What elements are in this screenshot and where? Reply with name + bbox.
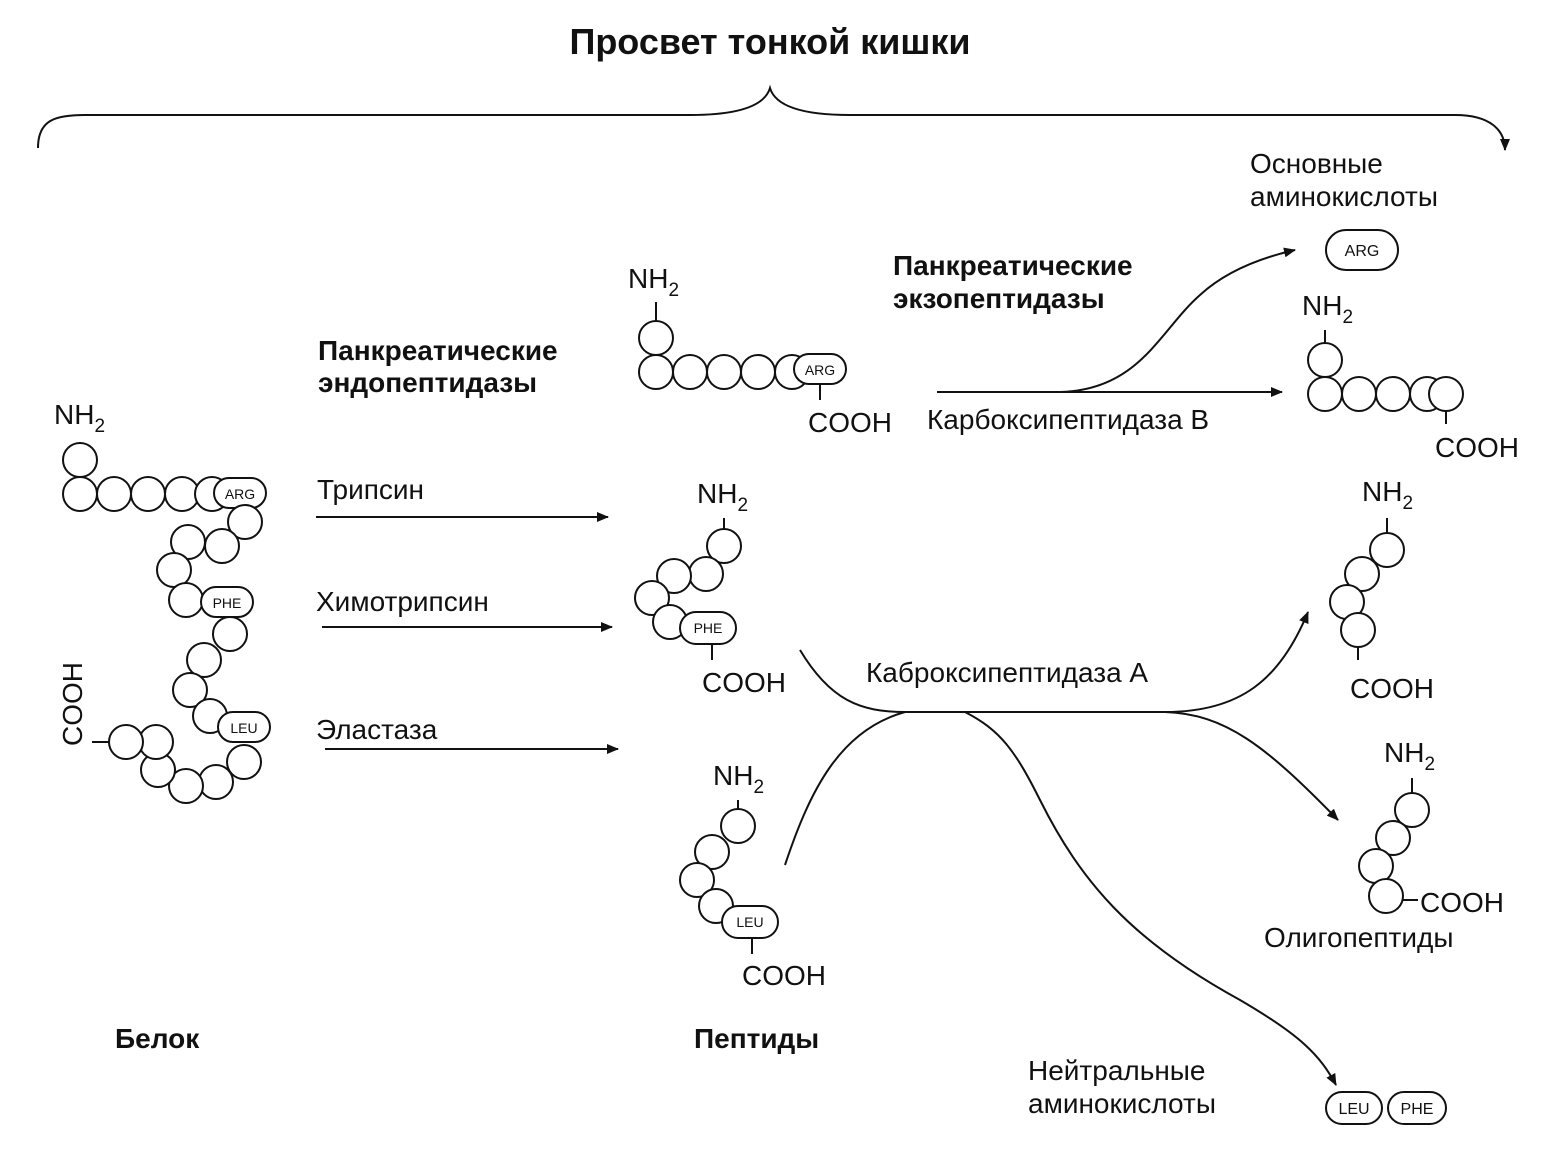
leu-peptide-nh2: NH2 (713, 760, 764, 798)
exopeptidases-label-1: Панкреатические (893, 250, 1133, 281)
free-arg-label: ARG (1345, 243, 1380, 260)
leu-peptide-leu-label: LEU (736, 914, 763, 930)
protein-chain (62, 442, 271, 804)
carboxypeptidase-a-label: Каброксипептидаза А (866, 657, 1148, 688)
arg-release-arrow (1059, 247, 1296, 393)
oligopeptide-arrow (1164, 711, 1339, 821)
basic-aa-label-2: аминокислоты (1250, 181, 1438, 212)
endopeptidases-label-2: эндопептидазы (318, 367, 537, 398)
carboxypeptidase-b-label: Карбоксипептидаза В (927, 404, 1209, 435)
top-right-cooh: COOH (1435, 432, 1519, 463)
neutral-aa-label-1: Нейтральные (1028, 1055, 1206, 1086)
protein-leu-label: LEU (230, 720, 257, 736)
leu-peptide-link (784, 711, 906, 866)
phe-peptide-chain (634, 518, 742, 660)
oligopeptide-chain (1358, 778, 1430, 914)
oligopeptide-nh2: NH2 (1384, 737, 1435, 775)
protein-caption: Белок (115, 1023, 200, 1054)
top-right-nh2: NH2 (1302, 290, 1353, 328)
top-peptide-nh2: NH2 (628, 263, 679, 301)
neutral-aa-arrow (964, 711, 1337, 1086)
right-mid-cooh: COOH (1350, 673, 1434, 704)
protein-nh2: NH2 (54, 399, 105, 437)
free-phe (1387, 1091, 1447, 1125)
top-right-chain (1307, 330, 1464, 424)
free-arg (1325, 229, 1399, 271)
oligopeptide-cooh: COOH (1420, 887, 1504, 918)
elastase-label: Эластаза (316, 714, 438, 745)
leu-peptide-chain (679, 800, 779, 954)
protein-cooh: COOH (57, 662, 88, 746)
right-mid-nh2: NH2 (1362, 476, 1413, 514)
free-leu (1325, 1091, 1383, 1125)
phe-peptide-nh2: NH2 (697, 478, 748, 516)
oligopeptides-label: Олигопептиды (1264, 922, 1453, 953)
top-peptide-cooh: COOH (808, 407, 892, 438)
protein-arg-label: ARG (225, 486, 255, 502)
lumen-brace (37, 84, 1510, 151)
free-leu-label: LEU (1338, 1101, 1369, 1118)
top-peptide-arg-label: ARG (805, 362, 835, 378)
phe-peptide-cooh: COOH (702, 667, 786, 698)
top-peptide-chain (638, 302, 847, 400)
right-mid-chain (1329, 518, 1405, 660)
protein-phe-label: PHE (213, 595, 242, 611)
leu-peptide-cooh: COOH (742, 960, 826, 991)
endopeptidases-label-1: Панкреатические (318, 335, 558, 366)
free-phe-label: PHE (1401, 1101, 1434, 1118)
diagram-title: Просвет тонкой кишки (569, 21, 970, 62)
exopeptidases-label-2: экзопептидазы (893, 283, 1105, 314)
peptides-caption: Пептиды (694, 1023, 819, 1054)
phe-peptide-phe-label: PHE (694, 620, 723, 636)
neutral-aa-label-2: аминокислоты (1028, 1088, 1216, 1119)
basic-aa-label-1: Основные (1250, 148, 1383, 179)
chymotrypsin-label: Химотрипсин (316, 586, 489, 617)
trypsin-label: Трипсин (317, 474, 424, 505)
